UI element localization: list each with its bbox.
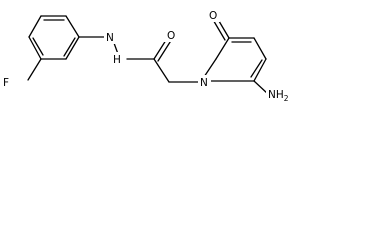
ring-bond [253, 58, 267, 82]
ring-bond [65, 15, 80, 38]
amide-c-o-bond [157, 38, 173, 62]
fluorophenyl-ring [28, 15, 80, 60]
ring-bond [28, 15, 42, 38]
c-f-bond [27, 58, 42, 81]
structure-diagram: F N H O N O NH2 [0, 8, 296, 103]
carbonyl-ch2-bond [153, 58, 170, 83]
ring-double-bond [32, 37, 44, 56]
amide-oxygen-label: O [167, 30, 175, 42]
ring-bond [28, 36, 42, 60]
c-nh2-bond [253, 80, 269, 95]
amide-hydrogen-label: H [113, 54, 121, 66]
ring-double-bond [250, 59, 263, 78]
amide-nitrogen-label: N [106, 32, 114, 44]
amino-subscript-text: 2 [284, 94, 289, 103]
ring-bond [203, 58, 217, 78]
amino-nh-text: NH [268, 89, 284, 101]
ring-nitrogen-label: N [200, 77, 208, 89]
ring-oxygen-label: O [209, 10, 217, 22]
pyridinone-ring [203, 37, 267, 82]
ring-bond [253, 37, 267, 60]
amino-group-label: NH2 [268, 89, 289, 103]
ring-bond [215, 37, 230, 60]
fluorine-label: F [3, 77, 9, 89]
ring-double-bond [63, 37, 76, 57]
ring-bond [65, 36, 80, 60]
